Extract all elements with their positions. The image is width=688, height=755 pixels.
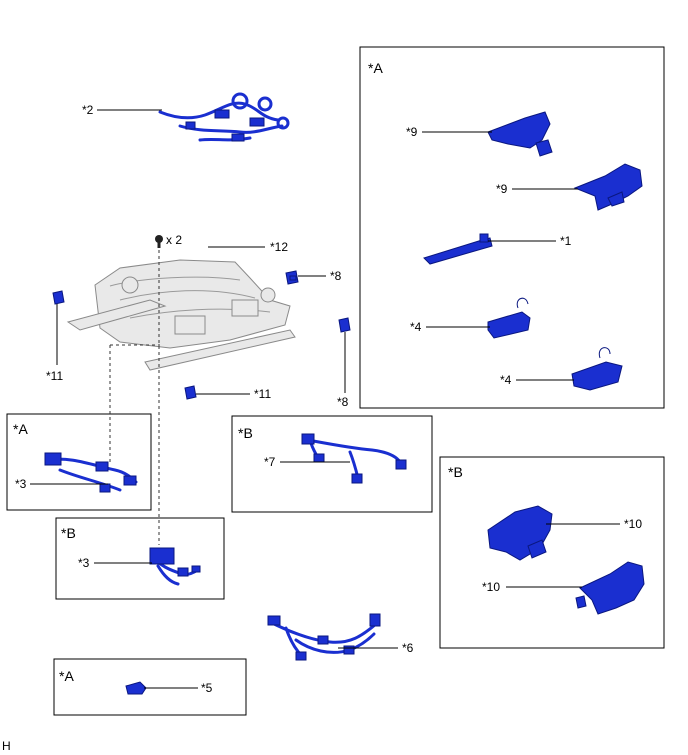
- corner-mark: H: [2, 739, 11, 753]
- box-label-b-right: *B: [448, 464, 463, 480]
- callout-part-4-lower: *4: [500, 373, 512, 387]
- cover-part-10-upper: [487, 505, 553, 561]
- callout-part-8-upper: *8: [330, 269, 342, 283]
- harness-part-6: [267, 613, 381, 661]
- cover-part-9-lower: [573, 163, 643, 211]
- clip-part-11-left: [52, 290, 65, 305]
- callout-part-8-lower: *8: [337, 395, 349, 409]
- clip-part-11-center: [184, 385, 197, 400]
- harness-part-7: [301, 433, 407, 484]
- callout-part-10-lower: *10: [482, 580, 500, 594]
- callout-part-12: *12: [270, 240, 288, 254]
- cover-part-9-upper: [487, 111, 553, 157]
- callout-part-1: *1: [560, 234, 572, 248]
- callout-part-9-lower: *9: [496, 182, 508, 196]
- bracket-part-4-upper: [487, 297, 531, 339]
- frame-b-center: [231, 415, 433, 513]
- bracket-part-4-lower: [571, 347, 623, 391]
- callout-part-7: *7: [264, 455, 276, 469]
- harness-part-3-b: [149, 547, 201, 586]
- bolt-quantity: x 2: [166, 233, 182, 247]
- bolt-icon: [155, 235, 163, 248]
- wire-harness-part-2: [158, 92, 290, 142]
- callout-part-11-center: *11: [254, 387, 271, 401]
- callout-part-3-b: *3: [78, 556, 90, 570]
- frame-a-right: [359, 46, 665, 409]
- callout-part-5: *5: [201, 681, 213, 695]
- clip-part-8-lower: [338, 317, 351, 333]
- box-label-a-left: *A: [13, 421, 28, 437]
- box-label-b-center: *B: [238, 425, 253, 441]
- clip-part-5: [125, 681, 147, 695]
- cover-part-10-lower: [575, 561, 645, 615]
- callout-part-10-upper: *10: [624, 517, 642, 531]
- callout-part-11-left: *11: [46, 369, 63, 383]
- harness-part-3-a: [44, 452, 138, 493]
- callout-part-6: *6: [402, 641, 414, 655]
- callout-part-4-upper: *4: [410, 320, 422, 334]
- frame-b-left: [55, 517, 225, 600]
- frame-a-left: [6, 413, 152, 511]
- callout-part-2: *2: [82, 103, 94, 117]
- frame-b-right: [439, 456, 665, 649]
- box-label-a-right: *A: [368, 60, 383, 76]
- box-label-b-left: *B: [61, 525, 76, 541]
- clip-part-8-upper: [285, 270, 299, 285]
- callout-part-9-upper: *9: [406, 125, 418, 139]
- box-label-a-bottom: *A: [59, 668, 74, 684]
- bracket-part-1: [423, 233, 493, 265]
- callout-part-3-a: *3: [15, 477, 27, 491]
- seat-track-frame: [66, 259, 296, 371]
- frame-a-bottom: [53, 658, 247, 716]
